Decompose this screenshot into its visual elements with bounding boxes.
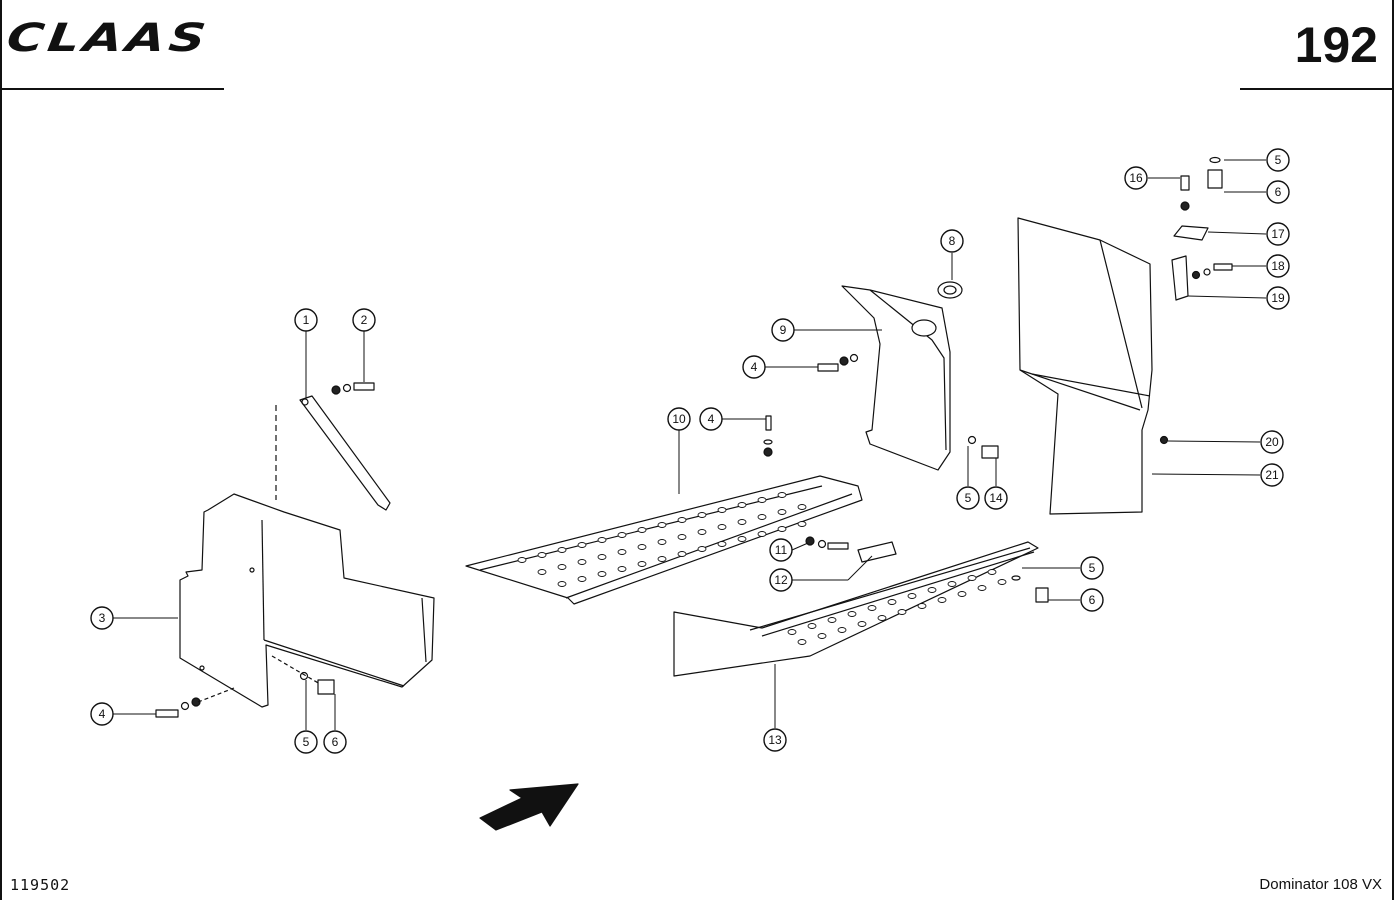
part-bolt-2 — [331, 382, 375, 395]
callout-16: 16 — [1124, 166, 1148, 190]
header-rule-right — [1240, 88, 1392, 90]
svg-text:11: 11 — [775, 543, 788, 557]
page-number: 192 — [1294, 17, 1378, 73]
svg-text:5: 5 — [303, 735, 310, 749]
callout-6-top: 6 — [1266, 180, 1290, 204]
callout-3: 3 — [90, 606, 114, 630]
svg-text:18: 18 — [1271, 259, 1285, 273]
svg-text:17: 17 — [1271, 227, 1285, 241]
svg-text:21: 21 — [1265, 468, 1279, 482]
direction-arrow-icon — [479, 783, 579, 831]
svg-text:10: 10 — [672, 412, 686, 426]
svg-text:14: 14 — [989, 491, 1003, 505]
svg-text:5: 5 — [1275, 153, 1282, 167]
svg-text:4: 4 — [99, 707, 106, 721]
svg-text:19: 19 — [1271, 291, 1285, 305]
part-top-right-hardware — [1171, 156, 1233, 301]
svg-text:16: 16 — [1129, 171, 1143, 185]
callout-13: 13 — [763, 728, 787, 752]
svg-text:6: 6 — [1089, 593, 1096, 607]
callout-5-top: 5 — [1266, 148, 1290, 172]
callout-4-bracket: 4 — [742, 355, 766, 379]
callout-18: 18 — [1266, 254, 1290, 278]
callout-4-left: 4 — [90, 702, 114, 726]
callout-19: 19 — [1266, 286, 1290, 310]
leader-lines — [113, 159, 1267, 730]
callout-6-lower: 6 — [1080, 588, 1104, 612]
svg-text:1: 1 — [303, 313, 310, 327]
callout-14: 14 — [984, 486, 1008, 510]
callout-1: 1 — [294, 308, 318, 332]
part-side-guard-plate — [179, 493, 435, 708]
part-clamp-assembly — [805, 536, 897, 563]
callout-9: 9 — [771, 318, 795, 342]
document-number: 119502 — [10, 876, 71, 894]
callout-2: 2 — [352, 308, 376, 332]
svg-text:6: 6 — [332, 735, 339, 749]
svg-text:2: 2 — [361, 313, 368, 327]
svg-text:3: 3 — [99, 611, 106, 625]
model-name: Dominator 108 VX — [1259, 876, 1382, 893]
callout-8: 8 — [940, 229, 964, 253]
callout-6-left: 6 — [323, 730, 347, 754]
part-rear-side-panel — [1017, 217, 1169, 515]
svg-text:5: 5 — [1089, 561, 1096, 575]
part-grommet — [937, 281, 963, 299]
header-rule-left — [2, 88, 224, 90]
svg-text:6: 6 — [1275, 185, 1282, 199]
svg-text:20: 20 — [1265, 435, 1279, 449]
part-perforated-step-plate — [465, 415, 863, 605]
callout-17: 17 — [1266, 222, 1290, 246]
callout-4-plate: 4 — [699, 407, 723, 431]
part-lower-step — [673, 541, 1049, 677]
svg-text:9: 9 — [780, 323, 787, 337]
callout-group: 1 2 3 4 4 4 5 6 8 9 10 4 5 14 11 12 13 1… — [90, 148, 1290, 754]
callout-11: 11 — [769, 538, 793, 562]
part-support-strut — [275, 395, 391, 511]
svg-text:5: 5 — [965, 491, 972, 505]
callout-12: 12 — [769, 568, 793, 592]
svg-text:12: 12 — [774, 573, 788, 587]
callout-5-lower: 5 — [1080, 556, 1104, 580]
svg-text:4: 4 — [708, 412, 715, 426]
callout-5-mid: 5 — [956, 486, 980, 510]
callout-10: 10 — [667, 407, 691, 431]
callout-20: 20 — [1260, 430, 1284, 454]
callout-21: 21 — [1260, 463, 1284, 487]
callout-5-left: 5 — [294, 730, 318, 754]
svg-text:4: 4 — [751, 360, 758, 374]
part-bracket-9 — [817, 285, 999, 471]
svg-text:8: 8 — [949, 234, 956, 248]
svg-text:13: 13 — [768, 733, 782, 747]
